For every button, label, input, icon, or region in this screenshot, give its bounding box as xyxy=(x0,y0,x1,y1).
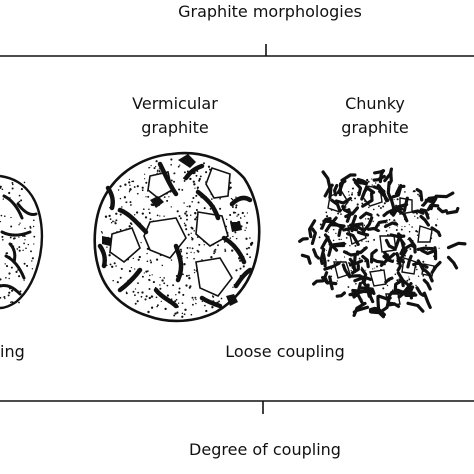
bottom-bracket xyxy=(0,400,474,414)
loose-coupling-label: Loose coupling xyxy=(225,342,345,361)
chunky-label-line1: Chunky xyxy=(345,94,405,113)
tight-coupling-label-fragment: ing xyxy=(0,342,25,361)
vermicular-label-line1: Vermicular xyxy=(132,94,218,113)
partial-graphite-nodule xyxy=(0,174,44,310)
diagram-title: Graphite morphologies xyxy=(178,2,362,21)
vermicular-label-line2: graphite xyxy=(141,118,209,137)
chunky-graphite-nodule xyxy=(298,167,467,319)
vermicular-graphite-nodule xyxy=(93,151,261,323)
top-bracket xyxy=(0,44,474,57)
coupling-axis-label: Degree of coupling xyxy=(189,440,341,459)
chunky-label-line2: graphite xyxy=(341,118,409,137)
